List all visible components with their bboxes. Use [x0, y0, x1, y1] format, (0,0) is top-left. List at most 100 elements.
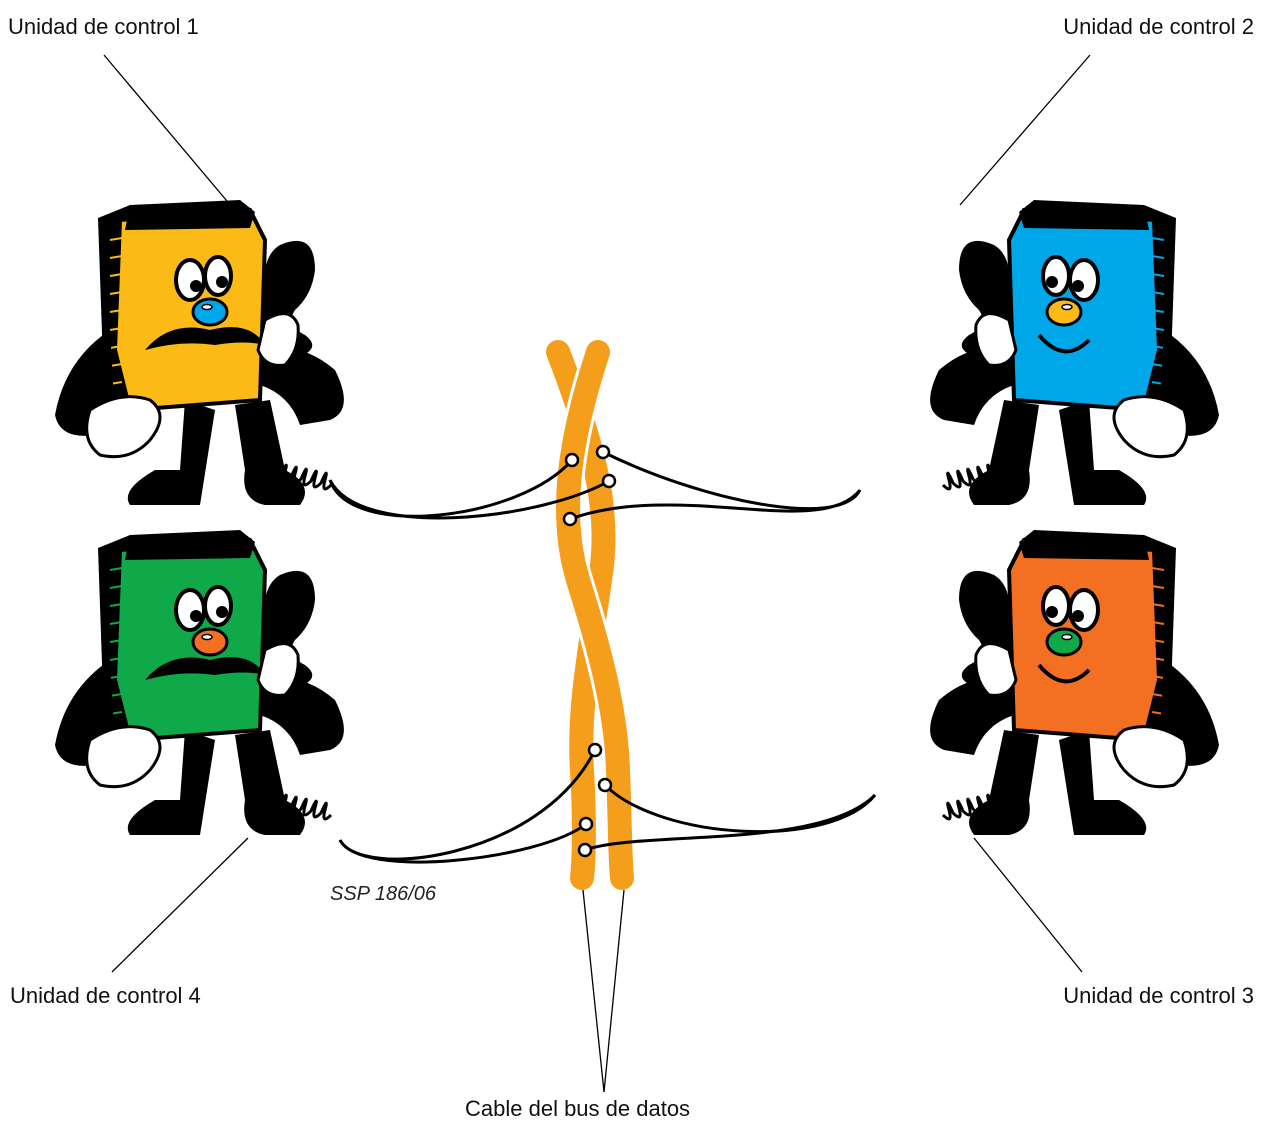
side-rib [1151, 621, 1165, 625]
unit-body [112, 207, 268, 413]
eye-left [174, 258, 206, 302]
left-glove [1112, 725, 1189, 789]
side-rib [1151, 567, 1165, 571]
side-rib [109, 567, 123, 571]
legs [969, 730, 1147, 835]
leader-bus-b [603, 889, 625, 1093]
side-rib [1151, 603, 1165, 607]
eye-right [1041, 585, 1071, 627]
unit-top [125, 530, 255, 560]
left-glove [85, 725, 162, 789]
left-glove [85, 395, 162, 459]
side-rib [109, 237, 123, 241]
coiled-cord [941, 759, 1011, 821]
unit-body [1006, 207, 1162, 413]
eye-left [174, 588, 206, 632]
unit3-character [930, 530, 1219, 835]
legs [969, 400, 1147, 505]
mustache [145, 327, 265, 350]
wire-unit3-a [603, 783, 877, 834]
pupil-left [190, 610, 202, 622]
wire-unit4-b [338, 822, 587, 864]
wire-unit3-b [584, 793, 877, 852]
pupil-left [1072, 610, 1084, 622]
side-rib [109, 255, 123, 259]
contact-point [562, 511, 578, 527]
left-glove [1112, 395, 1189, 459]
side-rib [109, 657, 123, 661]
nose-highlight [1061, 303, 1073, 311]
unit-top [1019, 530, 1149, 560]
unit-body [1006, 537, 1162, 743]
wire-unit2-b [569, 489, 862, 521]
reference-code: SSP 186/06 [330, 883, 437, 905]
leader-unit3 [973, 837, 1083, 973]
side-rib [1151, 237, 1165, 241]
side-rib [109, 693, 123, 697]
glove-hand [256, 312, 300, 367]
contact-point [587, 742, 603, 758]
side-rib [109, 621, 123, 625]
side-rib [1151, 327, 1165, 331]
nose [191, 627, 229, 657]
data-bus-cable [546, 337, 637, 893]
side-rib [109, 363, 123, 367]
eye-left [1068, 258, 1100, 302]
eye-left [1068, 588, 1100, 632]
phone-wires [328, 450, 877, 864]
eye-right [203, 255, 233, 297]
unit-top [125, 200, 255, 230]
side-rib [1151, 639, 1165, 643]
control-units [55, 200, 1219, 835]
coiled-cord [263, 429, 333, 491]
side-rib [1151, 309, 1165, 313]
unit4-character [55, 530, 344, 835]
wire-unit1-b [328, 479, 610, 520]
side-rib [109, 639, 123, 643]
wire-unit2-a [602, 450, 862, 511]
contact-point [578, 816, 594, 832]
side-rib [109, 327, 123, 331]
contact-point [564, 452, 580, 468]
pupil-right [1046, 276, 1058, 288]
unit1-character [55, 200, 344, 505]
side-rib [1151, 585, 1165, 589]
mouth [1037, 663, 1091, 684]
unit-body [112, 537, 268, 743]
contact-point [597, 777, 613, 793]
side-rib [109, 603, 123, 607]
unit2-character [930, 200, 1219, 505]
bus-contact-points [562, 444, 617, 858]
pupil-right [1046, 606, 1058, 618]
label-unit1: Unidad de control 1 [8, 14, 199, 39]
label-unit4: Unidad de control 4 [10, 983, 201, 1008]
glove-hand [256, 642, 300, 697]
unit-top [1019, 200, 1149, 230]
wire-unit1-a [328, 459, 574, 518]
glove-hand [974, 642, 1018, 697]
label-unit2: Unidad de control 2 [1063, 14, 1254, 39]
legs [127, 400, 306, 505]
leader-unit1 [103, 54, 233, 208]
eye-right [203, 585, 233, 627]
side-rib [1151, 273, 1165, 277]
side-rib [109, 585, 123, 589]
label-bus: Cable del bus de datos [465, 1096, 691, 1121]
coiled-cord [263, 759, 333, 821]
nose-highlight [201, 303, 213, 311]
eye-right [1041, 255, 1071, 297]
nose [1045, 627, 1083, 657]
nose [1045, 297, 1083, 327]
contact-point [601, 473, 617, 489]
pupil-left [190, 280, 202, 292]
label-unit3: Unidad de control 3 [1063, 983, 1254, 1008]
side-rib [1151, 345, 1165, 349]
side-rib [1151, 255, 1165, 259]
glove-hand [974, 312, 1018, 367]
side-rib [109, 675, 123, 679]
side-rib [1151, 657, 1165, 661]
coiled-cord [941, 429, 1011, 491]
side-rib [1151, 363, 1165, 367]
pupil-left [1072, 280, 1084, 292]
pupil-right [216, 606, 228, 618]
